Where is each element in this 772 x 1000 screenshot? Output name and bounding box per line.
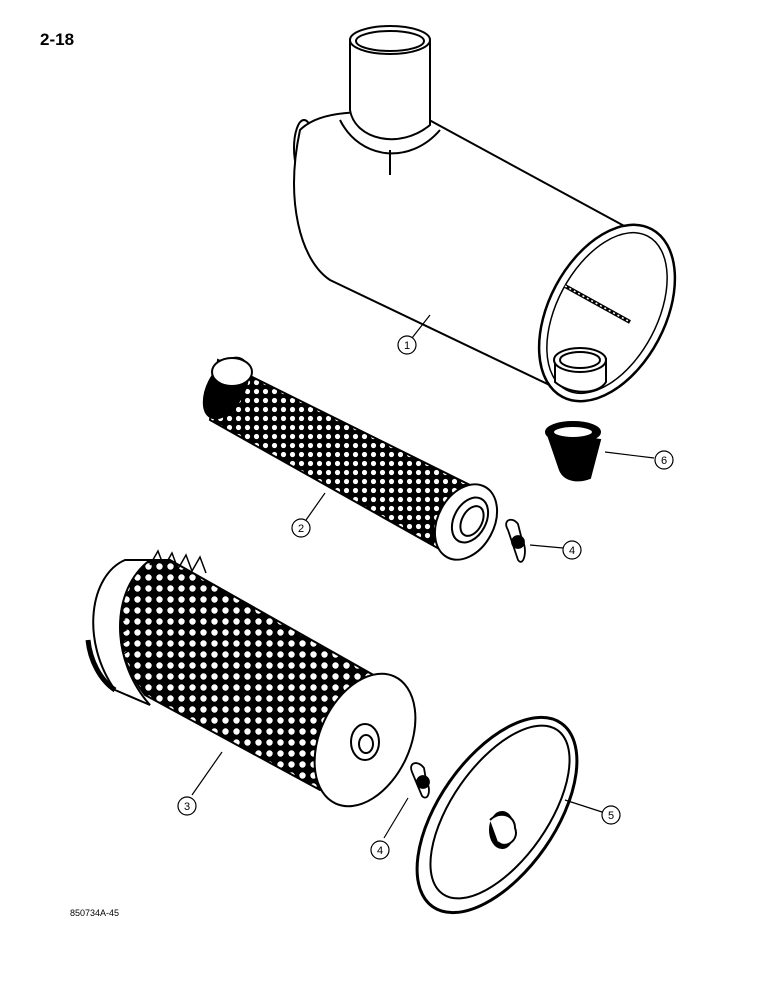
callout-6: 6 (654, 450, 674, 470)
callout-2: 2 (291, 518, 311, 538)
callout-2-label: 2 (298, 523, 304, 535)
outer-filter-element (85, 549, 417, 808)
callout-4-upper-label: 4 (569, 545, 575, 557)
callout-3: 3 (177, 796, 197, 816)
callout-4-lower-label: 4 (377, 845, 383, 857)
wing-nut-lower (410, 762, 430, 799)
inner-filter-element (202, 356, 499, 561)
air-cleaner-housing (293, 25, 677, 403)
page-number: 2-18 (40, 30, 75, 49)
callout-6-label: 6 (661, 455, 667, 467)
figure-code: 850734A-45 (70, 908, 120, 918)
callout-4-lower: 4 (370, 840, 390, 860)
callout-5-label: 5 (608, 810, 614, 822)
leader-lines (191, 314, 655, 839)
callout-1: 1 (397, 335, 417, 355)
callout-1-label: 1 (404, 340, 410, 352)
callout-4-upper: 4 (562, 540, 582, 560)
callout-5: 5 (601, 805, 621, 825)
dust-valve (545, 421, 602, 482)
callout-3-label: 3 (184, 801, 190, 813)
wing-nut-upper (505, 518, 526, 563)
end-cover (415, 715, 579, 915)
